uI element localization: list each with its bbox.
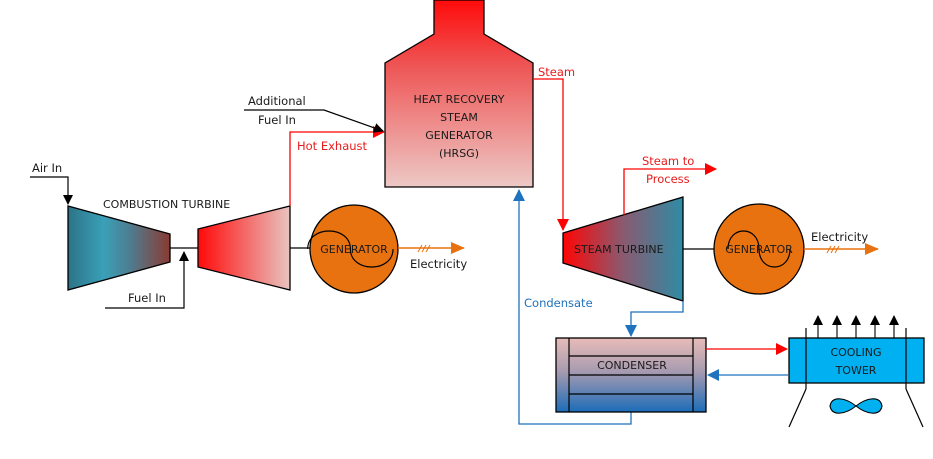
vapor-arrows	[813, 315, 899, 338]
steam-flow: Steam	[533, 65, 575, 231]
electricity-1-flow: Electricity	[398, 242, 467, 271]
steam-turbine-label: STEAM TURBINE	[574, 243, 664, 256]
generator-1-label: GENERATOR	[320, 243, 388, 256]
steam-label: Steam	[538, 65, 575, 79]
generator-2-label: GENERATOR	[725, 243, 793, 256]
cooling-tower: COOLING TOWER	[788, 315, 925, 428]
electricity-1-label: Electricity	[410, 257, 467, 271]
sine-wave-icon	[307, 230, 394, 268]
hot-exhaust-flow: Hot Exhaust	[289, 126, 385, 206]
additional-fuel-flow: Additional Fuel In	[244, 94, 384, 133]
fuel-in-flow: Fuel In	[105, 251, 189, 309]
additional-fuel-label-2: Fuel In	[258, 113, 296, 127]
hrsg: HEAT RECOVERY STEAM GENERATOR (HRSG)	[384, 0, 534, 188]
condenser: CONDENSER	[555, 337, 707, 413]
condenser-label: CONDENSER	[597, 359, 667, 372]
air-in-label: Air In	[32, 161, 62, 175]
fuel-in-label: Fuel In	[128, 291, 166, 305]
hrsg-label-3: GENERATOR	[425, 129, 493, 142]
hrsg-label-1: HEAT RECOVERY	[414, 93, 505, 106]
condensate-label: Condensate	[524, 296, 593, 310]
cooling-tower-label-2: TOWER	[835, 364, 877, 377]
electricity-2-flow: Electricity	[804, 230, 879, 255]
steam-to-process-label-1: Steam to	[642, 154, 694, 168]
hrsg-label-4: (HRSG)	[439, 147, 479, 160]
electricity-2-label: Electricity	[811, 230, 868, 244]
hrsg-label-2: STEAM	[440, 111, 478, 124]
combustion-turbine-label: COMBUSTION TURBINE	[103, 198, 230, 211]
generator-2: GENERATOR	[713, 203, 805, 295]
condensate-flow: Condensate	[513, 189, 632, 425]
hot-exhaust-label: Hot Exhaust	[297, 139, 368, 153]
compressor	[67, 205, 171, 291]
turbine-to-condenser-flow	[625, 301, 684, 337]
steam-to-process-label-2: Process	[646, 172, 690, 186]
cooling-tower-label-1: COOLING	[830, 346, 881, 359]
steam-to-process-flow: Steam to Process	[623, 154, 717, 215]
air-in-flow: Air In	[30, 161, 73, 205]
fan-icon	[829, 398, 883, 414]
sine-wave-icon	[727, 230, 791, 268]
gas-turbine	[197, 205, 291, 291]
generator-1: GENERATOR	[307, 204, 399, 294]
additional-fuel-label-1: Additional	[248, 94, 306, 108]
